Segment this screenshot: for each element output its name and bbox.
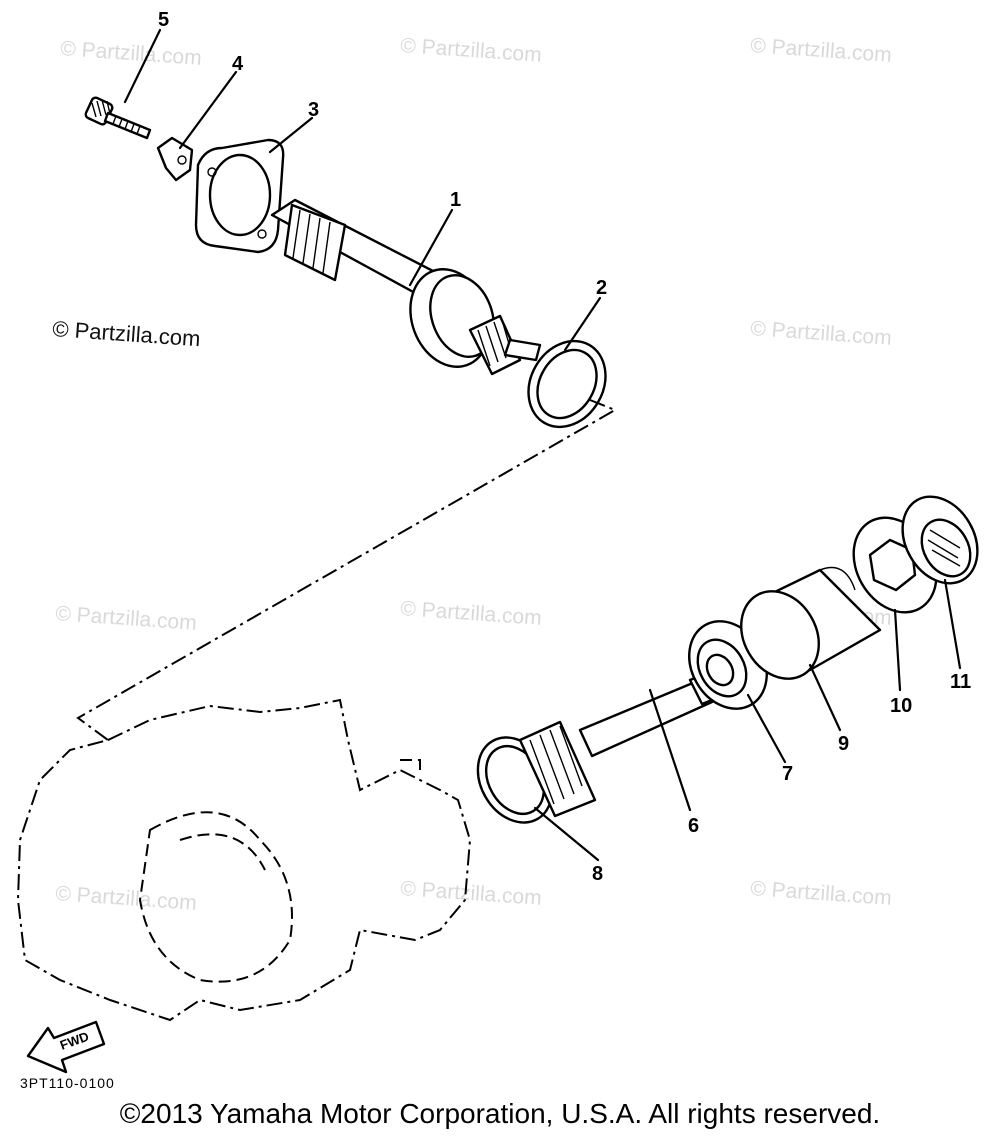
- part-1-shaft: [270, 198, 542, 376]
- callout-3: 3: [308, 99, 319, 121]
- callout-9: 9: [838, 733, 849, 755]
- watermark: © Partzilla.com: [750, 877, 893, 910]
- callout-1: 1: [450, 189, 461, 211]
- watermark-highlight: © Partzilla.com: [52, 316, 202, 351]
- part-11-nut: [901, 495, 979, 585]
- watermark: © Partzilla.com: [400, 34, 543, 67]
- copyright-notice: ©2013 Yamaha Motor Corporation, U.S.A. A…: [119, 1098, 881, 1129]
- callout-10: 10: [890, 695, 912, 717]
- watermark: © Partzilla.com: [60, 37, 203, 70]
- watermark: © Partzilla.com: [400, 877, 543, 910]
- callout-leaders: [123, 28, 962, 862]
- forward-arrow-icon: FWD: [26, 1020, 106, 1074]
- reference-code: 3PT110-0100: [20, 1075, 115, 1091]
- engine-outline: [16, 698, 472, 1022]
- callout-4: 4: [232, 53, 244, 75]
- callout-7: 7: [782, 763, 793, 785]
- callout-11: 11: [950, 671, 971, 693]
- part-5-screw: [84, 96, 152, 140]
- part-4-clip: [156, 136, 194, 182]
- watermark: © Partzilla.com: [750, 34, 893, 67]
- callout-6: 6: [688, 815, 699, 837]
- watermark: © Partzilla.com: [55, 882, 198, 915]
- watermark: © Partzilla.com: [400, 597, 543, 630]
- part-3-plate: [194, 138, 285, 254]
- watermark: © Partzilla.com: [55, 602, 198, 635]
- part-9-collar: [740, 566, 882, 680]
- watermark: © Partzilla.com: [750, 317, 893, 350]
- part-2-circlip: [527, 339, 607, 429]
- callout-2: 2: [596, 277, 607, 299]
- connector-line: [76, 399, 618, 741]
- callouts: 5 4 3 1 2 6 7 8 9 10 11: [158, 9, 971, 885]
- callout-5: 5: [158, 9, 169, 31]
- callout-8: 8: [592, 863, 603, 885]
